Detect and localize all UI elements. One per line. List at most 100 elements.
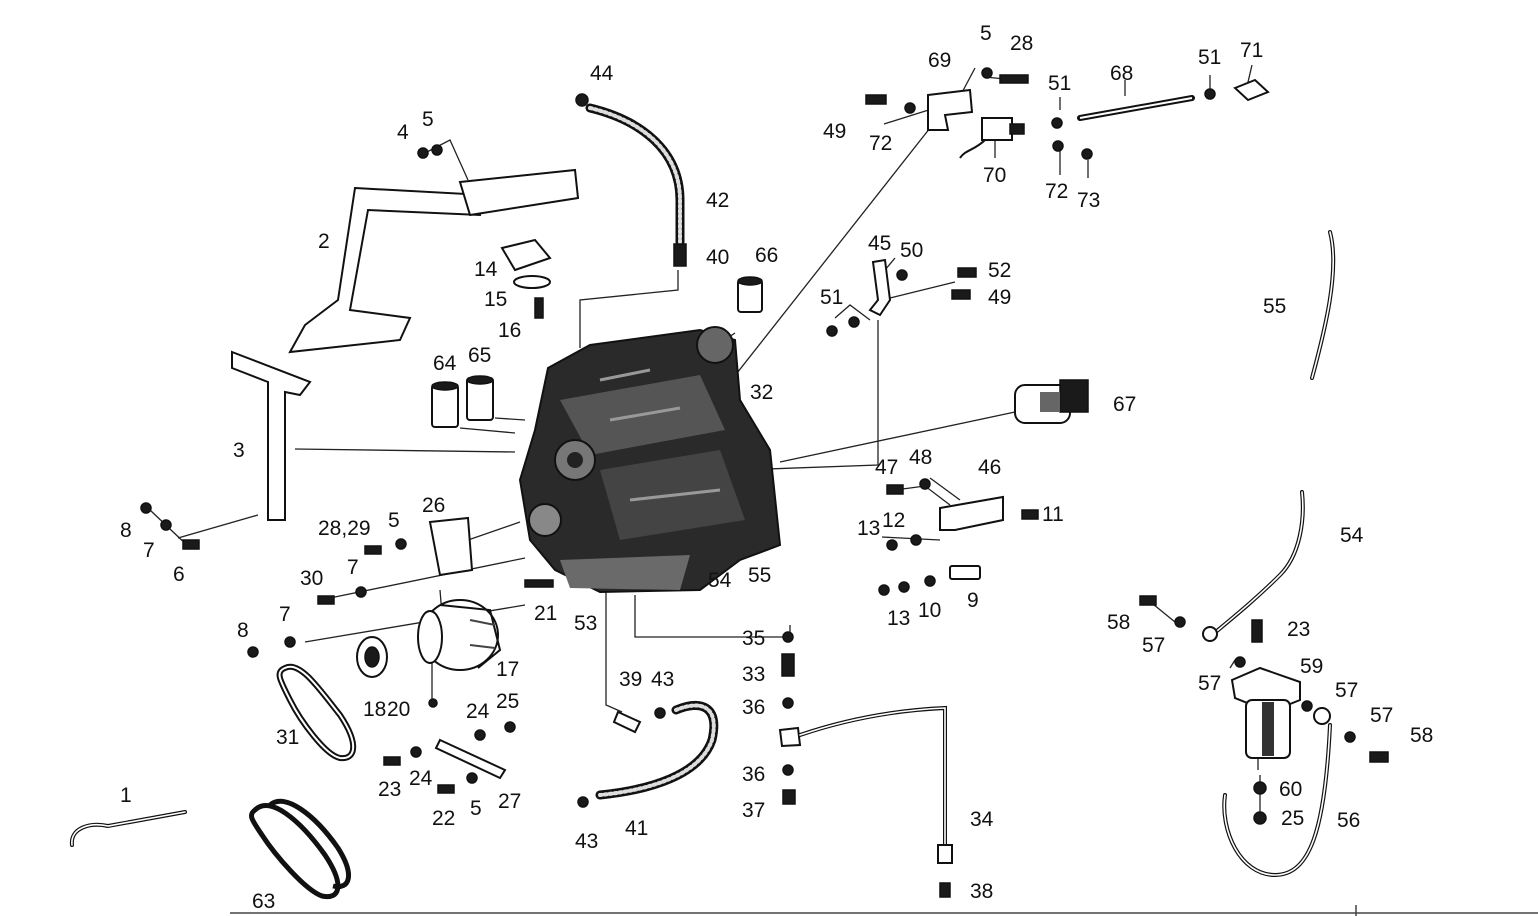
callout-11: 11 <box>1042 503 1064 526</box>
callout-5a: 5 <box>422 108 434 131</box>
washer-icon <box>410 746 422 758</box>
callout-27: 27 <box>498 790 521 813</box>
callout-66: 66 <box>755 244 778 267</box>
callout-22: 22 <box>432 807 455 830</box>
mounting-bracket-part <box>939 495 1004 531</box>
nut-icon <box>431 144 443 156</box>
callout-44: 44 <box>590 62 614 85</box>
callout-2829: 28,29 <box>318 517 371 540</box>
washer-icon <box>1052 140 1064 152</box>
washer-icon <box>910 534 922 546</box>
washer-icon <box>1301 700 1313 712</box>
callout-49b: 49 <box>988 286 1011 309</box>
solenoid-bracket-part <box>927 88 974 131</box>
fuel-filter-assembly-part <box>1230 666 1301 759</box>
callout-72b: 72 <box>1045 180 1068 203</box>
callout-51b: 51 <box>1198 46 1221 69</box>
washer-icon <box>924 575 936 587</box>
callout-60: 60 <box>1279 778 1302 801</box>
callout-34: 34 <box>970 808 994 831</box>
bolt-icon <box>951 289 971 300</box>
washer-icon <box>395 538 407 550</box>
bolt-icon <box>865 94 887 105</box>
engine-block <box>518 326 782 594</box>
callout-40: 40 <box>706 246 729 269</box>
callout-3: 3 <box>233 439 245 462</box>
banjo-icon <box>1202 626 1218 642</box>
callout-57c: 57 <box>1335 679 1358 702</box>
leader-lines <box>149 64 1261 812</box>
callout-13a: 13 <box>857 517 880 540</box>
nut-icon <box>575 93 589 107</box>
callout-46: 46 <box>978 456 1001 479</box>
callout-14: 14 <box>474 258 498 281</box>
callout-24b: 24 <box>409 767 433 790</box>
washer-icon <box>1174 616 1186 628</box>
callout-48: 48 <box>909 446 932 469</box>
callout-51c: 51 <box>820 286 843 309</box>
callout-73: 73 <box>1077 189 1100 212</box>
nut-icon <box>504 721 516 733</box>
callout-63: 63 <box>252 890 275 913</box>
washer-icon <box>1234 656 1246 668</box>
callout-51a: 51 <box>1048 72 1071 95</box>
callout-56: 56 <box>1337 809 1360 832</box>
clamp-icon <box>577 796 589 808</box>
bolt-icon <box>957 267 977 278</box>
washer-icon <box>848 316 860 328</box>
callout-6: 6 <box>173 563 185 586</box>
callout-54b: 54 <box>1340 524 1364 547</box>
bolt-icon <box>383 756 401 766</box>
callout-7a: 7 <box>143 539 155 562</box>
callout-4: 4 <box>397 121 409 144</box>
callout-65: 65 <box>468 344 491 367</box>
bolt-icon <box>782 789 796 805</box>
nut-icon <box>826 325 838 337</box>
bolt-icon <box>317 595 335 605</box>
callout-55b: 55 <box>1263 295 1286 318</box>
callout-35: 35 <box>742 627 765 650</box>
long-bolt-icon <box>524 579 554 588</box>
callout-25b: 25 <box>1281 807 1304 830</box>
callout-2: 2 <box>318 230 330 253</box>
callout-30: 30 <box>300 567 323 590</box>
callout-16: 16 <box>498 319 521 342</box>
fitting-icon <box>673 243 687 267</box>
washer-icon <box>160 519 172 531</box>
callout-57d: 57 <box>1370 704 1393 727</box>
callout-43a: 43 <box>651 668 674 691</box>
callout-41: 41 <box>625 817 648 840</box>
callout-72a: 72 <box>869 132 892 155</box>
parts <box>69 67 1538 916</box>
callout-49a: 49 <box>823 120 846 143</box>
washer-icon <box>1253 781 1267 795</box>
oil-filter-part <box>431 384 459 428</box>
callout-12: 12 <box>882 509 905 532</box>
nipple-icon <box>939 882 951 898</box>
callout-17: 17 <box>496 658 519 681</box>
callout-5d: 5 <box>470 797 482 820</box>
callout-36a: 36 <box>742 696 765 719</box>
washer-icon <box>981 67 993 79</box>
callout-23b: 23 <box>1287 618 1310 641</box>
bolt-icon <box>182 539 200 550</box>
fuel-pipe-part <box>1310 230 1336 380</box>
v-belt-set-part <box>249 803 341 900</box>
callout-57a: 57 <box>1142 634 1165 657</box>
washer-icon <box>782 697 794 709</box>
callout-25a: 25 <box>496 690 519 713</box>
upper-bracket-part <box>288 186 487 354</box>
small-bracket-part <box>868 258 892 317</box>
washer-icon <box>896 269 908 281</box>
callout-7c: 7 <box>279 603 291 626</box>
nut-icon <box>886 539 898 551</box>
washer-icon <box>904 102 916 114</box>
banjo-icon <box>1313 707 1331 725</box>
callout-21: 21 <box>534 602 557 625</box>
callout-52: 52 <box>988 259 1011 282</box>
callout-5c: 5 <box>388 509 400 532</box>
callout-8b: 8 <box>237 619 249 642</box>
callout-67: 67 <box>1113 393 1136 416</box>
adjusting-link-part <box>434 738 507 780</box>
spacer-part <box>949 565 981 580</box>
